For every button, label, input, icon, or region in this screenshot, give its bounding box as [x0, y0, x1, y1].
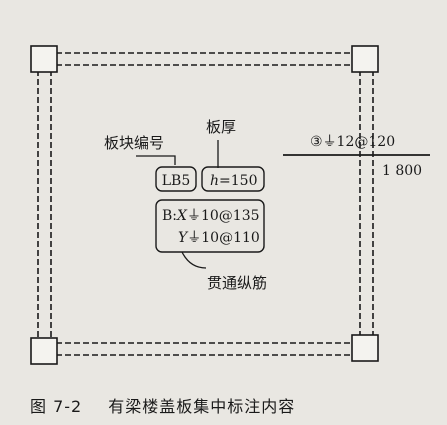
- column-bottom-left: [30, 337, 58, 365]
- caption-number: 图 7-2: [30, 397, 83, 416]
- support-rebar-label: ③⏚12@120: [310, 134, 395, 150]
- figure-caption: 图 7-2 有梁楼盖板集中标注内容: [30, 393, 295, 417]
- bottom-rebar-x-axis: X: [176, 208, 188, 224]
- support-rebar-length: 1 800: [382, 163, 422, 179]
- support-rebar-mark: ③: [310, 134, 323, 150]
- slab-code: LB5: [162, 173, 191, 189]
- slab-plan-diagram: 板块编号 板厚 LB5 h=150 B:X⏚10@135 Y⏚10@110 贯通…: [30, 45, 430, 365]
- column-top-left: [30, 45, 58, 73]
- bottom-rebar-x-prefix: B:: [162, 208, 177, 224]
- support-rebar-spec: ⏚12@120: [323, 134, 396, 150]
- bottom-rebar-x: B:X⏚10@135: [162, 208, 260, 224]
- through-rebar-leader: [181, 251, 207, 269]
- slab-number-leader: [136, 155, 176, 165]
- beams: [37, 52, 374, 356]
- bottom-rebar-box: [155, 199, 265, 253]
- thickness-symbol: h: [210, 173, 219, 189]
- through-rebar-label: 贯通纵筋: [207, 274, 267, 292]
- leader-lines: [136, 140, 219, 269]
- slab-number-label: 板块编号: [104, 134, 164, 152]
- thickness-value: =150: [219, 173, 257, 189]
- slab-thickness-label: 板厚: [206, 118, 236, 136]
- bottom-rebar-y-axis: Y: [178, 230, 189, 246]
- bottom-rebar-x-spec: ⏚10@135: [187, 208, 260, 224]
- bottom-rebar-y: Y⏚10@110: [178, 230, 260, 246]
- slab-code-box: [155, 166, 197, 192]
- bottom-rebar-y-spec: ⏚10@110: [187, 230, 260, 246]
- column-bottom-right: [351, 334, 379, 362]
- column-top-right: [351, 45, 379, 73]
- thickness-text: h=150: [210, 173, 257, 189]
- thickness-box: [201, 166, 265, 192]
- columns: [30, 45, 379, 365]
- caption-text: 有梁楼盖板集中标注内容: [108, 397, 296, 416]
